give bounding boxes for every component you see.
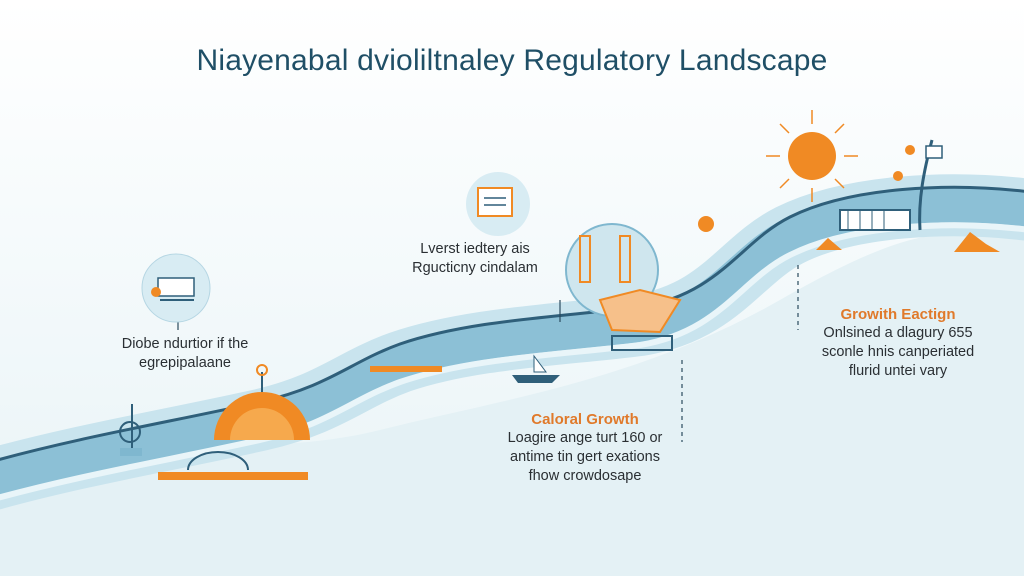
road-edge — [0, 185, 1024, 461]
factory-icon — [839, 209, 911, 231]
page-title: Niayenabal dvioliltnaley Regulatory Land… — [196, 44, 828, 77]
stage-label-left: Diobe ndurtior if the egrepipalaane — [121, 336, 249, 371]
orange-hub-icon — [158, 364, 310, 480]
document-icon — [466, 172, 530, 236]
stage-label-bottom: Caloral Growth Loagire ange turt 160 or … — [490, 410, 680, 486]
road-main — [0, 188, 1024, 495]
boat-icon — [512, 354, 560, 383]
tree-icon — [893, 139, 943, 231]
background-hill — [0, 233, 1024, 576]
sun-icon — [766, 110, 858, 202]
stage-heading: Caloral Growth — [531, 411, 639, 428]
scales-icon — [119, 404, 142, 456]
lightbulb-icon — [565, 223, 682, 351]
stage-heading: Growith Eactign — [840, 306, 956, 323]
ribbon-banner — [370, 366, 442, 372]
stage-label-middle: Lverst iedtery ais Rgucticny cindalam — [412, 241, 538, 276]
mountain-icon — [816, 232, 1000, 252]
sun-icon — [698, 216, 714, 232]
globe-icon — [141, 253, 211, 323]
road-highlight — [0, 222, 1024, 501]
stage-label-right: Growith Eactign Onlsined a dlagury 655 s… — [808, 305, 988, 381]
